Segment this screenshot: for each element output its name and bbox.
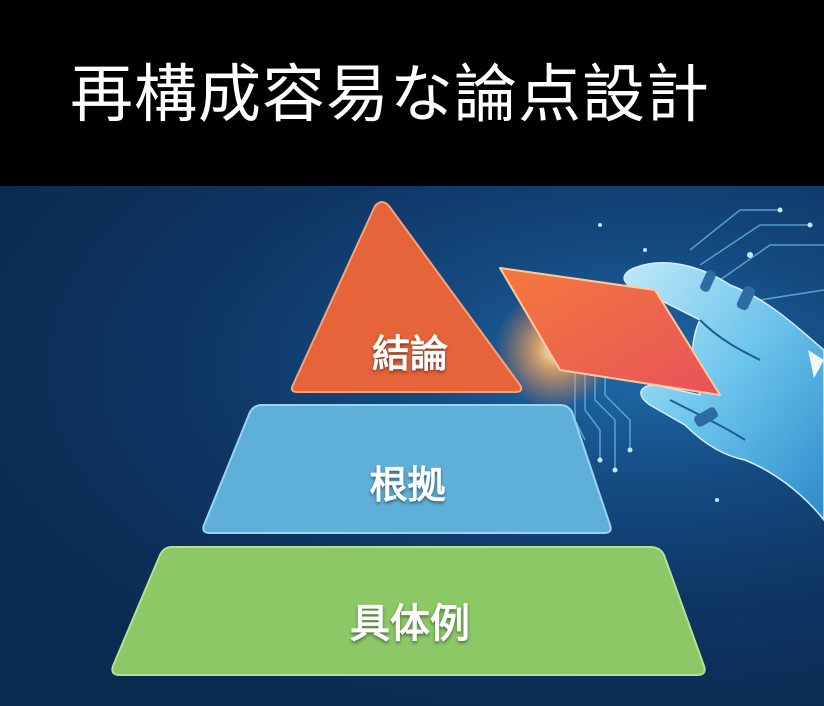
- pyramid-top-shape: [290, 201, 523, 393]
- pyramid-bottom-shape: [111, 546, 706, 676]
- cursor-arrow-icon: [808, 350, 824, 378]
- scene-graphics: [111, 201, 824, 676]
- robot-hand-icon: [623, 262, 824, 522]
- pyramid-scene: 結論 根拠 具体例: [0, 186, 824, 706]
- title-bar: 再構成容易な論点設計: [0, 0, 824, 186]
- floating-card-icon: [499, 267, 721, 396]
- pyramid-level-conclusion: 結論: [371, 332, 448, 376]
- page-title: 再構成容易な論点設計: [70, 58, 710, 131]
- sparkle-dots-icon: [597, 207, 813, 502]
- pyramid-level-evidence: 根拠: [369, 463, 446, 507]
- pyramid-level-examples: 具体例: [350, 601, 470, 647]
- pyramid-middle-shape: [202, 404, 612, 534]
